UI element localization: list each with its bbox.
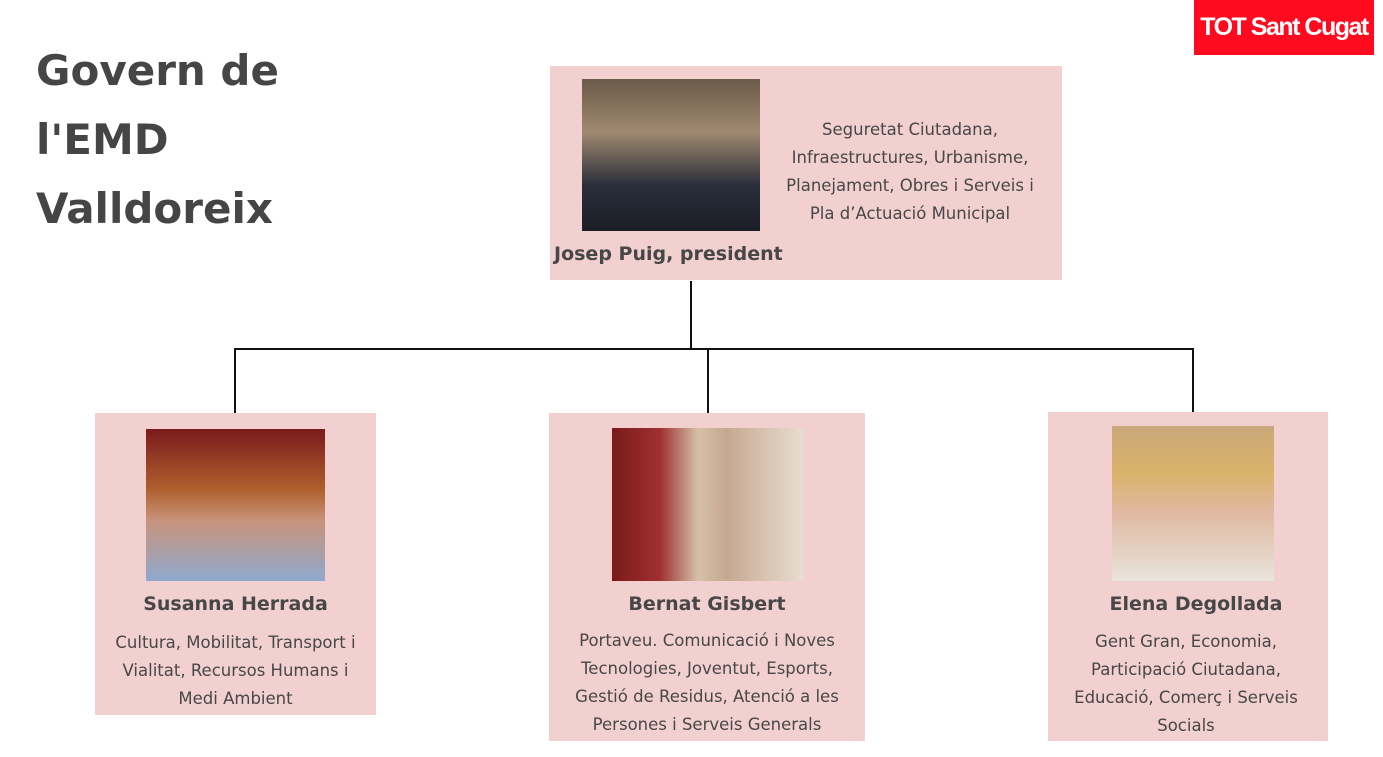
connector-line [707,348,709,413]
member-name: Elena Degollada [1109,593,1283,615]
president-areas: Seguretat Ciutadana, Infraestructures, U… [786,120,1034,223]
member-name: Bernat Gisbert [628,593,786,615]
member-card: Elena Degollada Gent Gran, Economia, Par… [1048,412,1328,741]
member-card: Bernat Gisbert Portaveu. Comunicació i N… [549,413,865,741]
member-card: Susanna Herrada Cultura, Mobilitat, Tran… [95,413,376,715]
connector-line [1192,348,1194,426]
member-photo [146,429,325,581]
connector-line [690,281,692,350]
member-photo [612,428,803,581]
member-name: Susanna Herrada [143,593,328,615]
tot-sant-cugat-logo: TOT Sant Cugat [1194,0,1374,55]
member-areas: Gent Gran, Economia, Participació Ciutad… [1074,632,1298,735]
member-areas: Cultura, Mobilitat, Transport i Vialitat… [115,633,356,708]
president-name: Josep Puig, president [554,243,783,265]
member-photo [1112,426,1274,581]
connector-line [234,348,1194,350]
president-card: Seguretat Ciutadana, Infraestructures, U… [550,66,1062,280]
member-areas: Portaveu. Comunicació i Noves Tecnologie… [575,631,839,734]
president-photo [582,79,760,231]
connector-line [234,348,236,413]
page-title: Govern de l'EMD Valldoreix [36,46,279,233]
